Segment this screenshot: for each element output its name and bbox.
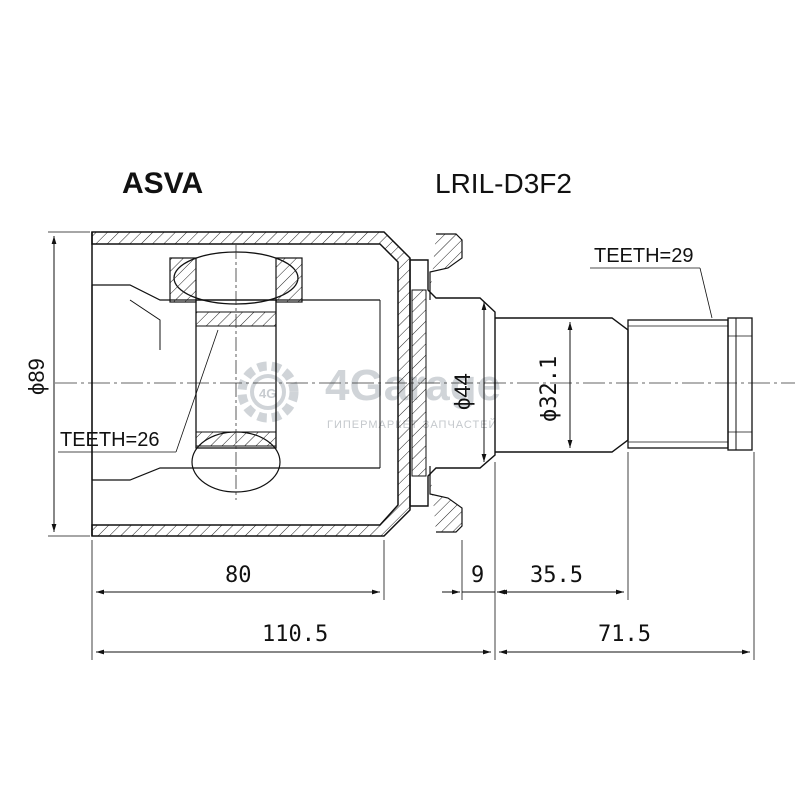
teeth-outer-callout: TEETH=29: [590, 245, 713, 319]
dim-row-1: 80 9 35.5: [91, 452, 755, 660]
dim-row-2: 110.5 71.5: [96, 622, 750, 655]
total-left-label: 110.5: [262, 622, 328, 647]
watermark-badge: 4G: [259, 386, 276, 401]
flange-diameter-label: ϕ44: [450, 373, 475, 410]
tripod-spider: [169, 245, 303, 500]
dim-outer-diameter: ϕ89: [24, 231, 90, 537]
part-number: LRIL-D3F2: [435, 168, 572, 199]
outer-diameter-label: ϕ89: [24, 358, 49, 395]
shaft-section-label: 35.5: [530, 563, 583, 588]
shaft-diameter-label: ϕ32.1: [537, 356, 562, 422]
spline-teeth: [628, 325, 728, 443]
teeth-inner-callout: TEETH=26: [58, 329, 219, 453]
brand-label: ASVA: [122, 167, 203, 200]
teeth-inner-label: TEETH=26: [60, 429, 159, 451]
dim-flange-diameter: ϕ44: [450, 302, 487, 462]
gear-logo-icon: 4G: [237, 361, 299, 423]
housing-length-label: 80: [225, 563, 252, 588]
flange-width-label: 9: [471, 563, 484, 588]
flange: [409, 233, 496, 533]
total-right-label: 71.5: [598, 622, 651, 647]
teeth-outer-label: TEETH=29: [594, 245, 693, 267]
dim-shaft-diameter: ϕ32.1: [537, 322, 573, 448]
output-shaft: [495, 317, 753, 453]
